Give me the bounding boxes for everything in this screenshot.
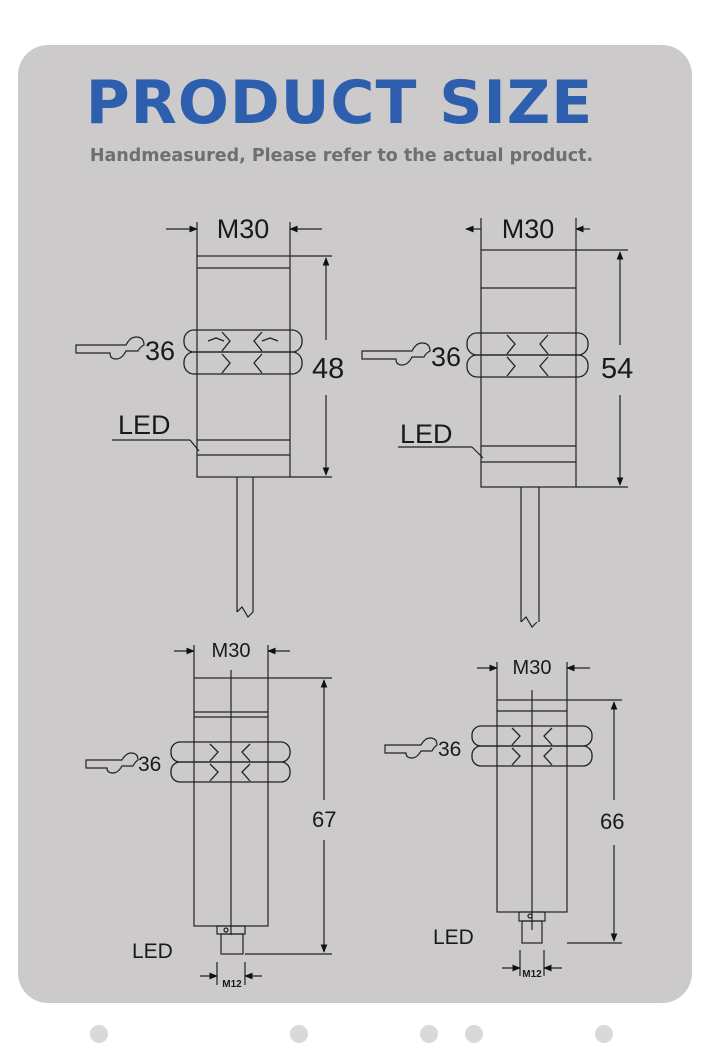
nut-label-1: 36 xyxy=(145,336,175,366)
thread-label-3: M30 xyxy=(212,640,251,662)
page-title: PRODUCT SIZE xyxy=(85,68,594,138)
decorative-dot xyxy=(465,1025,483,1043)
led-label-1: LED xyxy=(118,410,171,440)
length-label-2: 54 xyxy=(601,353,633,385)
nut-label-4: 36 xyxy=(438,738,461,761)
led-label-2: LED xyxy=(400,419,453,449)
length-label-1: 48 xyxy=(312,353,344,385)
connector-label-3: M12 xyxy=(222,979,242,990)
page-subtitle: Handmeasured, Please refer to the actual… xyxy=(89,146,594,166)
decorative-dot xyxy=(420,1025,438,1043)
led-label-3: LED xyxy=(132,940,173,963)
product-size-card xyxy=(18,45,692,1003)
connector-label-4: M12 xyxy=(522,969,542,980)
sensor-diagram-1 xyxy=(75,222,332,618)
thread-label-1: M30 xyxy=(217,214,270,244)
length-label-3: 67 xyxy=(312,807,336,832)
decorative-dot xyxy=(290,1025,308,1043)
nut-label-2: 36 xyxy=(431,342,461,372)
decorative-dot xyxy=(595,1025,613,1043)
length-label-4: 66 xyxy=(600,809,624,834)
thread-label-2: M30 xyxy=(502,214,555,244)
nut-label-3: 36 xyxy=(138,753,161,776)
decorative-dot xyxy=(90,1025,108,1043)
sensor-diagram-4 xyxy=(384,662,622,976)
led-label-4: LED xyxy=(433,926,474,949)
thread-label-4: M30 xyxy=(513,657,552,679)
sensor-diagram-2 xyxy=(361,218,628,628)
sensor-diagram-3 xyxy=(85,645,332,985)
